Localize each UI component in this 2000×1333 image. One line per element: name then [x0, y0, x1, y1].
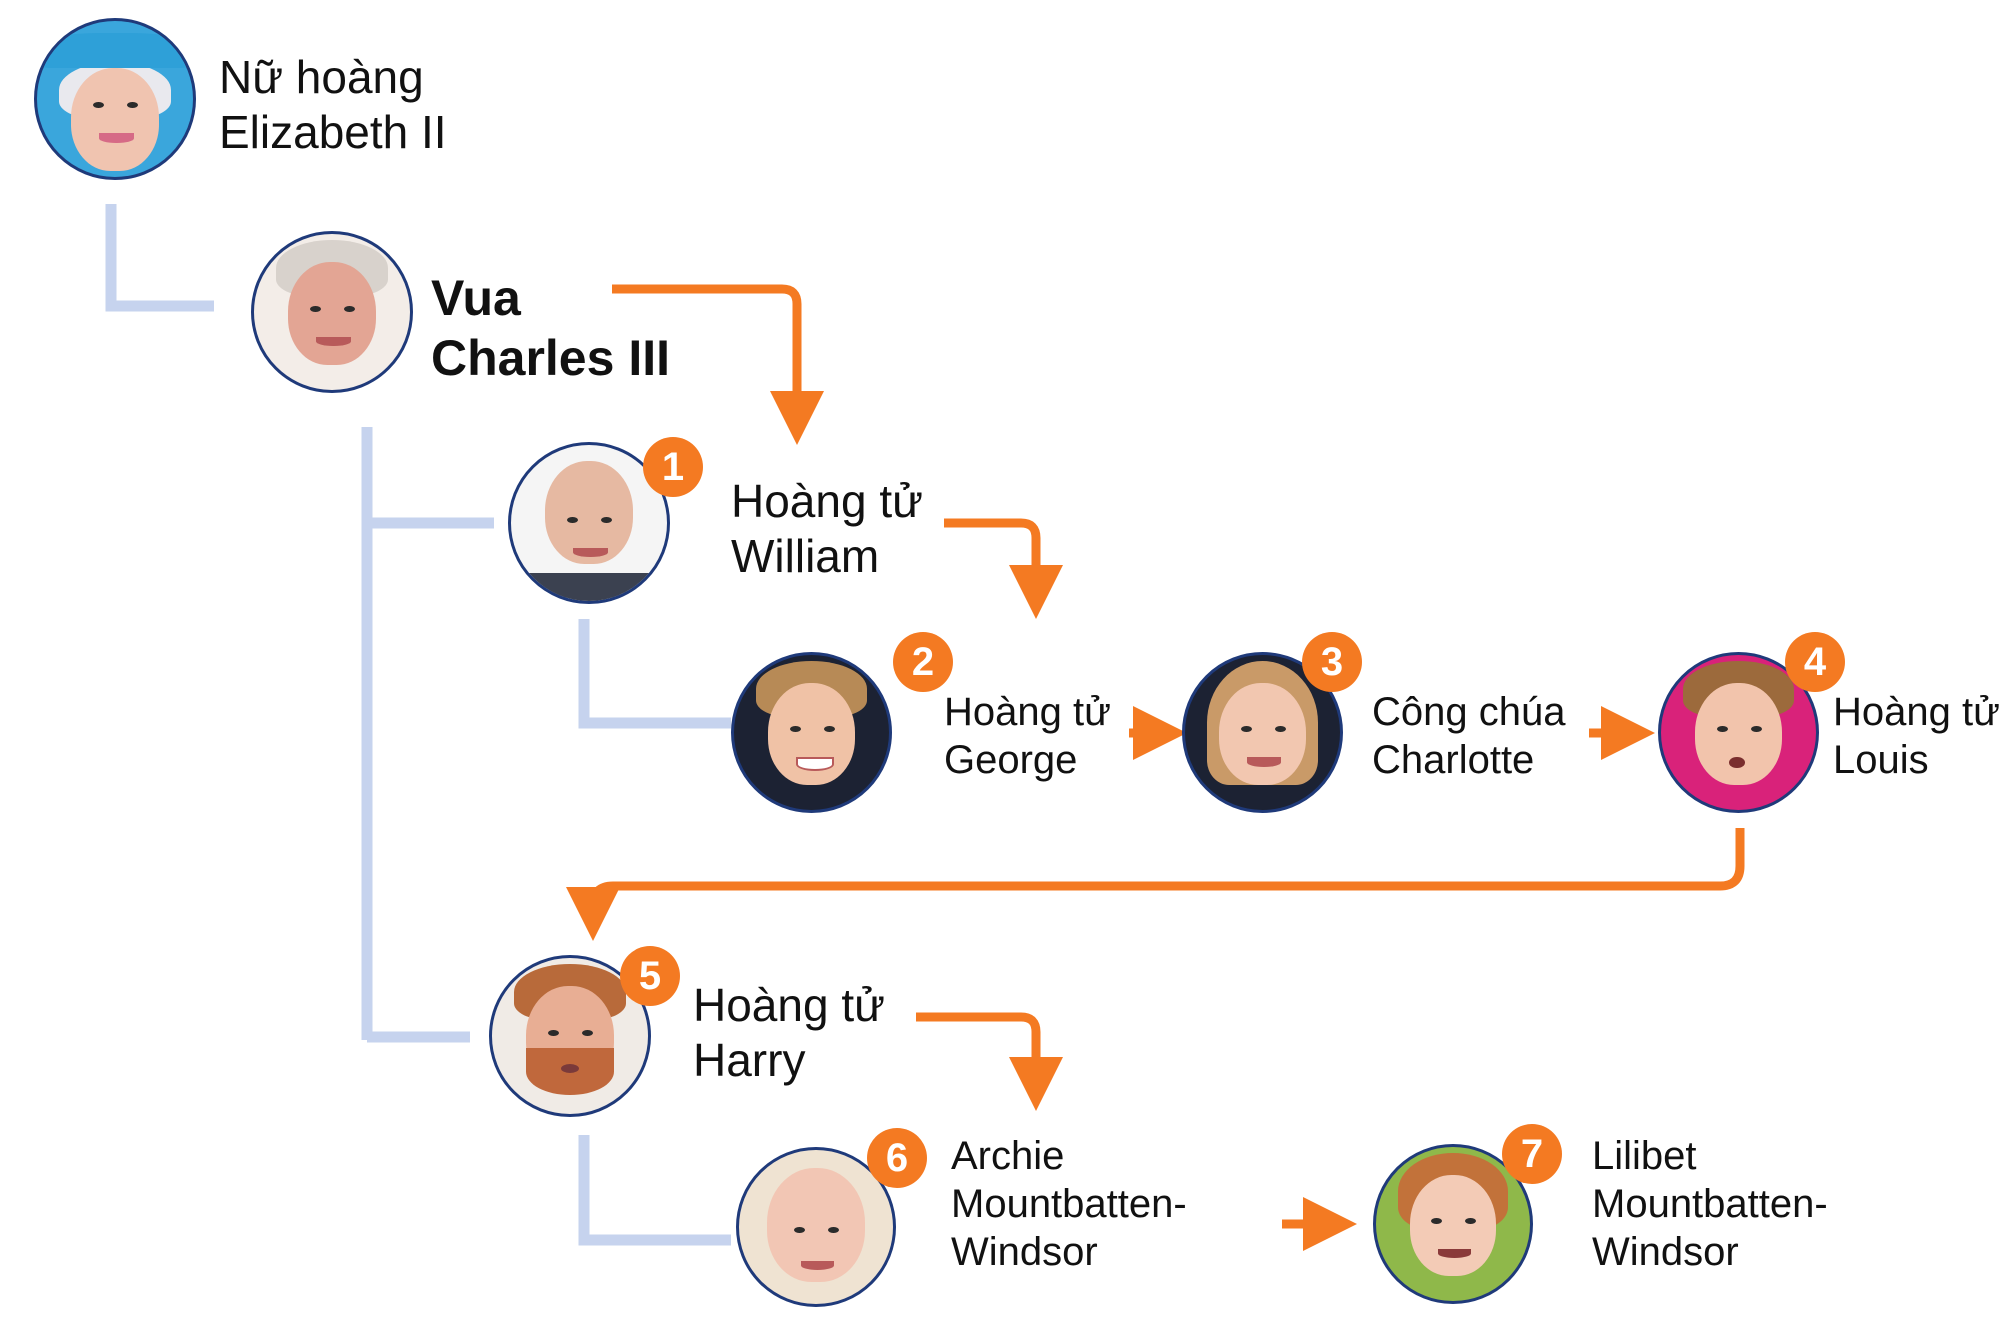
avatar-george — [731, 652, 892, 813]
connector-william-children — [578, 619, 731, 729]
rank-badge-1: 1 — [643, 437, 703, 497]
avatar-charlotte — [1182, 652, 1343, 813]
avatar-archie — [736, 1147, 896, 1307]
label-charlotte: Công chúa Charlotte — [1372, 690, 1566, 782]
avatar-elizabeth — [34, 18, 196, 180]
rank-badge-7: 7 — [1502, 1124, 1562, 1184]
arrow-louis-harry — [566, 828, 1745, 941]
label-charles: Vua Charles III — [431, 270, 670, 386]
rank-badge-6: 6 — [867, 1128, 927, 1188]
label-george: Hoàng tử George — [944, 690, 1111, 782]
succession-arrows — [566, 284, 1745, 1251]
arrow-william-george — [944, 518, 1063, 619]
label-william: Hoàng tử William — [731, 475, 923, 583]
arrow-harry-archie — [916, 1012, 1063, 1111]
avatar-william — [508, 442, 670, 604]
arrow-charles-william — [612, 284, 824, 445]
label-harry: Hoàng tử Harry — [693, 979, 885, 1087]
rank-badge-5: 5 — [620, 946, 680, 1006]
rank-badge-2: 2 — [893, 632, 953, 692]
connector-elizabeth-charles — [105, 204, 214, 312]
family-connectors — [105, 204, 731, 1246]
label-louis: Hoàng tử Louis — [1833, 690, 2000, 782]
connector-harry-children — [578, 1135, 731, 1246]
label-archie: Archie Mountbatten- Windsor — [951, 1134, 1187, 1274]
rank-badge-4: 4 — [1785, 632, 1845, 692]
label-lilibet: Lilibet Mountbatten- Windsor — [1592, 1134, 1828, 1274]
avatar-charles — [251, 231, 413, 393]
rank-badge-3: 3 — [1302, 632, 1362, 692]
label-elizabeth: Nữ hoàng Elizabeth II — [219, 51, 447, 159]
